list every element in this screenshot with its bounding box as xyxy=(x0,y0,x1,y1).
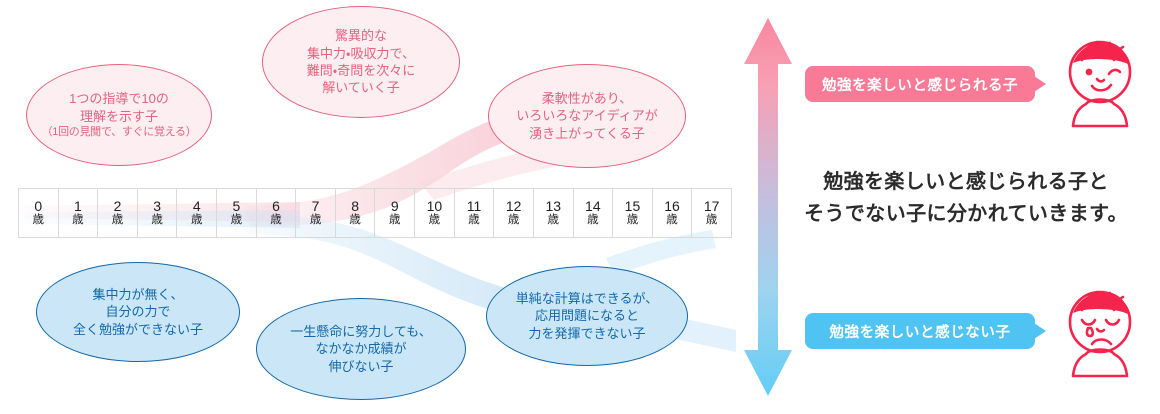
age-number-8: 8 xyxy=(351,198,360,215)
bubble-pink-3-line-3: 湧き上がってくる子 xyxy=(529,125,645,141)
bubble-blue-3-line-3: 力を発揮できない子 xyxy=(528,325,646,341)
badge-enjoys-study-label: 勉強を楽しいと感じられる子 xyxy=(821,77,1019,94)
age-number-10: 10 xyxy=(426,198,443,215)
age-number-11: 11 xyxy=(466,198,482,215)
age-number-7: 7 xyxy=(311,198,320,215)
bubble-pink-1-line-1: 1つの指導で10の xyxy=(69,91,169,107)
bubble-blue-1: 集中力が無く、 自分の力で 全く勉強ができない子 xyxy=(36,262,240,362)
age-number-13: 13 xyxy=(545,198,562,215)
badge-enjoys-study[interactable]: 勉強を楽しいと感じられる子 xyxy=(805,66,1046,102)
bubble-pink-1-line-2: 理解を示す子 xyxy=(79,108,158,124)
age-unit-16: 歳 xyxy=(666,214,678,227)
age-number-2: 2 xyxy=(113,198,122,215)
age-unit-0: 歳 xyxy=(32,214,45,227)
bubble-blue-2-line-1: 一生懸命に努力しても、 xyxy=(290,323,432,339)
bubble-pink-2-line-2: 集中力・吸収力で、 xyxy=(307,45,415,61)
age-unit-14: 歳 xyxy=(587,214,599,227)
bubble-blue-3-line-2: 応用問題になると xyxy=(534,308,639,324)
double-headed-vertical-arrow-icon xyxy=(744,18,792,396)
age-unit-2: 歳 xyxy=(111,214,124,227)
age-unit-11: 歳 xyxy=(468,214,480,227)
age-unit-13: 歳 xyxy=(547,214,559,227)
age-unit-3: 歳 xyxy=(151,214,163,227)
age-unit-12: 歳 xyxy=(507,214,520,227)
age-number-15: 15 xyxy=(624,198,641,215)
badge-dislikes-study[interactable]: 勉強を楽しいと感じない子 xyxy=(805,313,1046,349)
badge-pointer-icon xyxy=(1034,76,1046,92)
age-unit-8: 歳 xyxy=(349,214,361,227)
age-unit-1: 歳 xyxy=(72,214,84,227)
age-unit-6: 歳 xyxy=(270,214,282,227)
badge-pointer-icon xyxy=(1034,323,1046,339)
summary-statement: 勉強を楽しいと感じられる子と そうでない子に分かれていきます。 xyxy=(780,166,1152,231)
age-number-17: 17 xyxy=(703,198,720,215)
age-number-0: 0 xyxy=(34,198,43,215)
bubble-blue-3: 単純な計算はできるが、 応用問題になると 力を発揮できない子 xyxy=(486,266,688,366)
bubble-blue-2-line-2: なかなか成績が xyxy=(315,341,407,357)
age-number-4: 4 xyxy=(192,198,201,215)
bubble-blue-1-line-2: 自分の力で xyxy=(105,304,171,320)
age-unit-15: 歳 xyxy=(626,214,639,227)
age-unit-5: 歳 xyxy=(230,214,243,227)
bubble-blue-3-line-1: 単純な計算はできるが、 xyxy=(515,290,659,306)
age-unit-17: 歳 xyxy=(705,214,718,227)
bubble-pink-3: 柔軟性があり、 いろいろなアイディアが 湧き上がってくる子 xyxy=(488,64,686,168)
age-unit-9: 歳 xyxy=(389,214,401,227)
bubble-pink-1-note: （1回の見聞で、すぐに覚える） xyxy=(41,126,197,139)
age-number-14: 14 xyxy=(585,198,601,215)
age-number-12: 12 xyxy=(505,198,522,215)
bubble-pink-2-line-3: 難問・奇問を次々に xyxy=(306,63,416,78)
age-number-1: 1 xyxy=(74,198,82,215)
age-number-5: 5 xyxy=(232,198,241,215)
sad-crying-face-icon xyxy=(1068,290,1132,378)
badge-dislikes-study-label: 勉強を楽しいと感じない子 xyxy=(829,324,1011,341)
age-unit-10: 歳 xyxy=(428,214,441,227)
age-number-6: 6 xyxy=(272,198,280,215)
age-unit-7: 歳 xyxy=(309,214,322,227)
summary-line-1: 勉強を楽しいと感じられる子と xyxy=(823,171,1109,193)
age-number-16: 16 xyxy=(664,198,680,215)
age-number-3: 3 xyxy=(153,198,162,215)
bubble-pink-3-line-1: 柔軟性があり、 xyxy=(541,90,633,106)
age-unit-4: 歳 xyxy=(190,214,203,227)
bubble-blue-1-line-3: 全く勉強ができない子 xyxy=(72,321,203,337)
bubble-pink-2: 驚異的な 集中力・吸収力で、 難問・奇問を次々に 解いていく子 xyxy=(262,6,460,118)
bubble-pink-2-line-4: 解いていく子 xyxy=(322,80,400,96)
bubble-blue-2-line-3: 伸びない子 xyxy=(328,358,394,374)
bubble-pink-3-line-2: いろいろなアイディアが xyxy=(516,108,658,124)
happy-winking-face-icon xyxy=(1068,40,1132,128)
summary-line-2: そうでない子に分かれていきます。 xyxy=(804,203,1128,226)
bubble-blue-1-line-1: 集中力が無く、 xyxy=(92,286,184,302)
age-number-9: 9 xyxy=(390,198,399,215)
bubble-pink-1: 1つの指導で10の 理解を示す子 （1回の見聞で、すぐに覚える） xyxy=(26,64,212,166)
bubble-pink-2-line-1: 驚異的な xyxy=(334,28,387,44)
bubble-blue-2: 一生懸命に努力しても、 なかなか成績が 伸びない子 xyxy=(256,298,466,400)
